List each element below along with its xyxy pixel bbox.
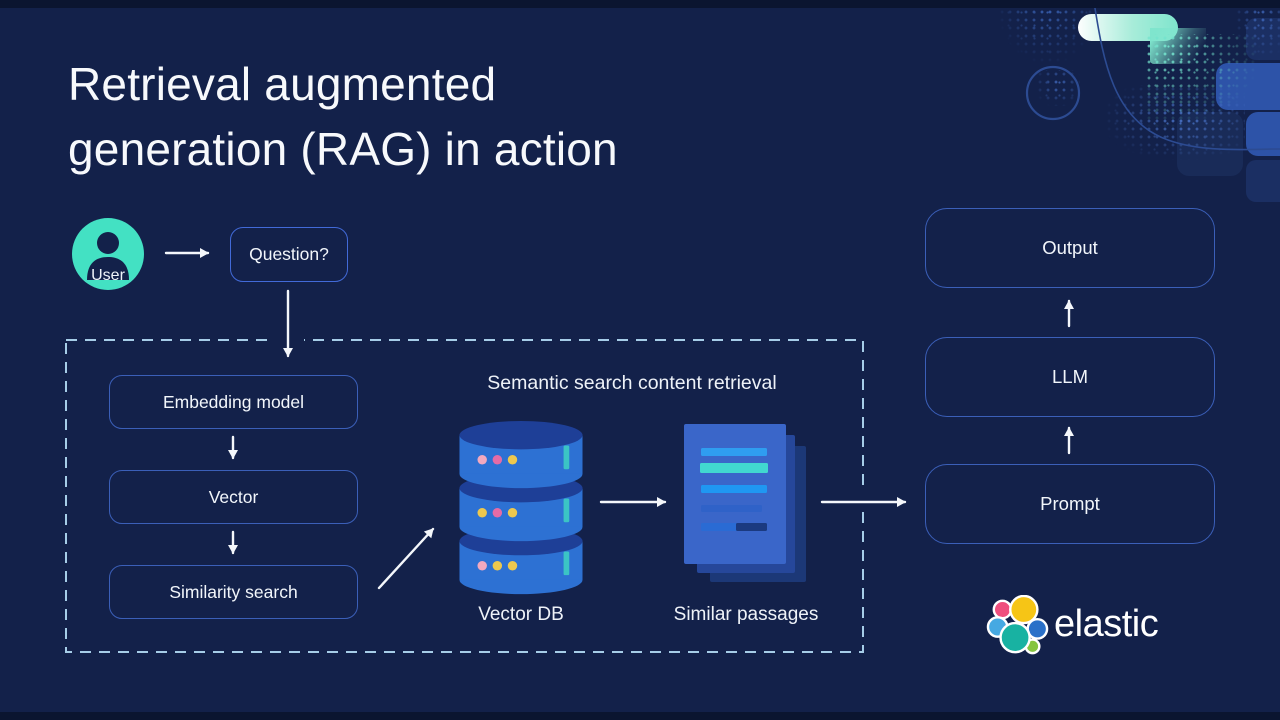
bottom-letterbox-bar [0, 712, 1280, 720]
elastic-logo-icon [986, 595, 1049, 655]
deco-speckle [998, 0, 1098, 62]
deco-square [1246, 18, 1280, 60]
deco-speckle [1036, 70, 1080, 106]
similarity-search-label: Similarity search [169, 581, 298, 602]
page-title: Retrieval augmented generation (RAG) in … [68, 52, 618, 182]
database-icon [459, 420, 583, 595]
deco-speckle-teal [1145, 34, 1260, 129]
deco-square [1216, 63, 1280, 110]
question-node: Question? [230, 227, 348, 282]
arrow-similarity-to-db [377, 527, 435, 590]
similar-passages-label: Similar passages [673, 604, 819, 625]
documents-icon [684, 424, 806, 582]
deco-square [1246, 112, 1280, 156]
question-label: Question? [249, 244, 329, 264]
elastic-wordmark: elastic [1054, 603, 1159, 645]
deco-pill [1078, 14, 1178, 41]
embedding-model-node: Embedding model [109, 375, 358, 429]
vector-db-label: Vector DB [478, 604, 564, 625]
user-avatar: User [72, 218, 144, 290]
llm-node: LLM [925, 337, 1215, 417]
output-label: Output [1042, 237, 1098, 258]
llm-label: LLM [1052, 366, 1088, 387]
similarity-search-node: Similarity search [109, 565, 358, 619]
prompt-label: Prompt [1040, 493, 1100, 514]
user-label: User [91, 267, 125, 284]
deco-speckle [1235, 0, 1280, 58]
prompt-node: Prompt [925, 464, 1215, 544]
embedding-model-label: Embedding model [162, 391, 305, 412]
deco-square [1177, 112, 1243, 176]
vector-label: Vector [208, 486, 259, 507]
top-letterbox-bar [0, 0, 1280, 8]
section-title: Semantic search content retrieval [487, 372, 777, 394]
page-title-line2: generation (RAG) in action [68, 123, 618, 175]
person-icon [87, 232, 129, 280]
deco-pill-elbow [1150, 28, 1206, 64]
page-title-line1: Retrieval augmented [68, 58, 497, 110]
deco-speckle [1105, 85, 1245, 160]
vector-node: Vector [109, 470, 358, 524]
output-node: Output [925, 208, 1215, 288]
deco-square [1246, 160, 1280, 202]
